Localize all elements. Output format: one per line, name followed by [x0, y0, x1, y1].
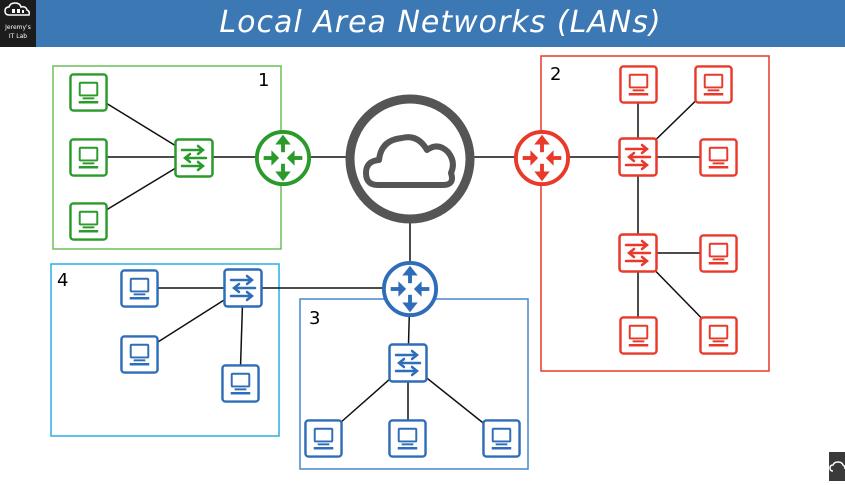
- pc-icon: [69, 73, 108, 112]
- lan-3-label: 3: [309, 308, 320, 329]
- router-lan2-icon: [513, 129, 571, 187]
- lan-4-label: 4: [57, 270, 68, 291]
- jeremys-it-lab-logo: Jeremy's IT Lab: [0, 0, 36, 47]
- router-lan1-icon: [254, 129, 312, 187]
- page-title: Local Area Networks (LANs): [219, 5, 662, 40]
- pc-icon: [619, 316, 658, 355]
- switch-lan2a-icon: [618, 137, 658, 177]
- internet-cloud-icon: [345, 94, 475, 224]
- lan-1-label: 1: [258, 70, 269, 91]
- corner-logo-icon: [829, 452, 845, 481]
- switch-lan2b-icon: [618, 233, 658, 273]
- pc-icon: [699, 234, 738, 273]
- pc-icon: [699, 316, 738, 355]
- router-lan34-icon: [381, 260, 439, 318]
- pc-icon: [120, 269, 159, 308]
- pc-icon: [388, 419, 427, 458]
- lan-4-box: [50, 263, 280, 437]
- pc-icon: [304, 419, 343, 458]
- switch-lan1-icon: [174, 138, 214, 178]
- pc-icon: [221, 364, 260, 403]
- lan-2-label: 2: [550, 64, 561, 85]
- logo-line2: IT Lab: [8, 33, 28, 40]
- pc-icon: [69, 138, 108, 177]
- pc-icon: [699, 138, 738, 177]
- switch-lan4-icon: [223, 268, 263, 308]
- lan-2-box: [540, 55, 770, 372]
- pc-icon: [69, 202, 108, 241]
- pc-icon: [619, 65, 658, 104]
- pc-icon: [694, 65, 733, 104]
- header-bar: Jeremy's IT Lab Local Area Networks (LAN…: [0, 0, 845, 47]
- pc-icon: [482, 419, 521, 458]
- pc-icon: [120, 335, 159, 374]
- logo-line1: Jeremy's: [5, 24, 31, 31]
- switch-lan3-icon: [388, 343, 428, 383]
- logo-cloud-icon: [4, 2, 30, 16]
